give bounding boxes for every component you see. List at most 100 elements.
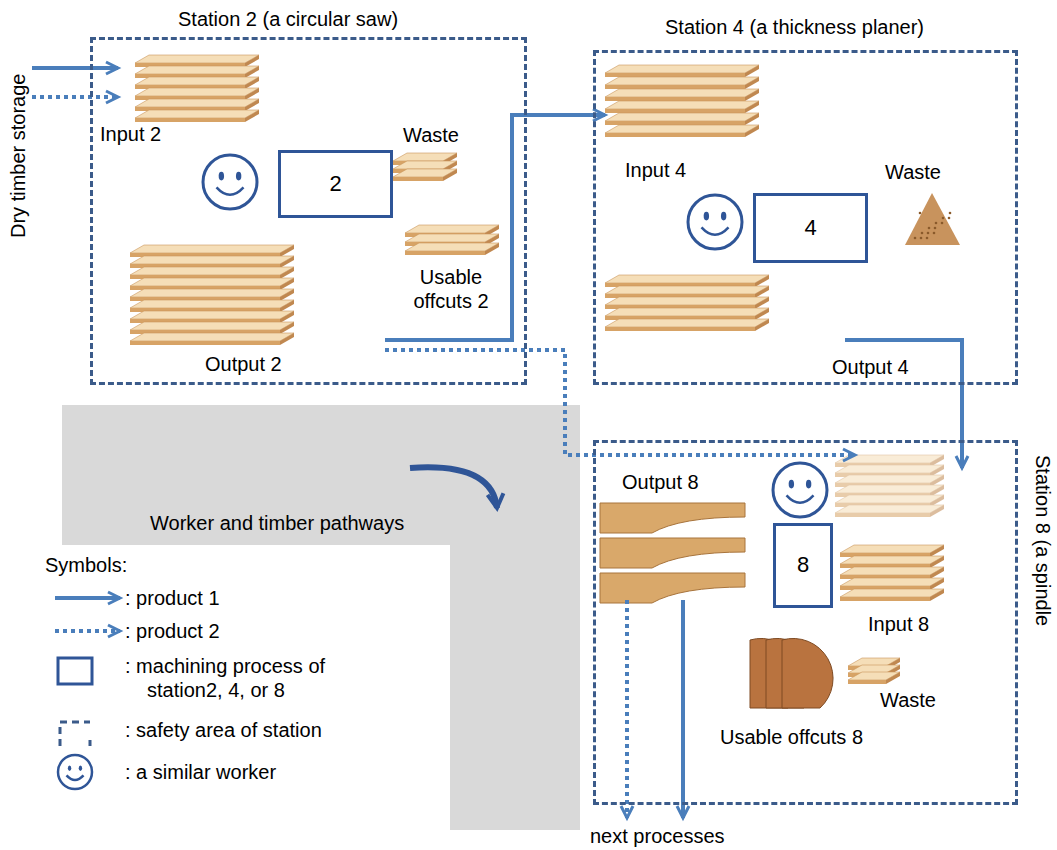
plank-top <box>135 99 259 107</box>
worker-mouth <box>702 227 729 234</box>
plank-top <box>130 278 294 286</box>
part-label: Waste <box>880 688 936 712</box>
curved-workpiece <box>600 503 745 533</box>
station-heading: Station 8 (a spindle <box>1031 455 1055 626</box>
timber-stack <box>393 153 457 181</box>
plank-side <box>755 275 769 287</box>
part-label: Usable offcuts 2 <box>395 265 507 313</box>
plank-side <box>930 589 944 601</box>
worker-eye <box>704 212 709 221</box>
legend-text: : machining process of station2, 4, or 8 <box>125 654 397 702</box>
product2-arrow <box>625 600 629 818</box>
legend-text: : safety area of station <box>125 718 322 742</box>
worker-eye <box>236 172 241 181</box>
plank-top <box>130 267 294 275</box>
worker-face <box>203 155 257 209</box>
plank-side <box>745 101 759 113</box>
worker-eye <box>721 212 726 221</box>
plank-top <box>835 465 944 473</box>
plank-front <box>605 85 745 89</box>
plank-top <box>135 55 259 63</box>
region-label: Worker and timber pathways <box>150 511 404 535</box>
sawdust-grain <box>941 222 944 225</box>
plank-side <box>245 77 259 89</box>
sawdust-grain <box>919 212 922 215</box>
plank-top <box>135 88 259 96</box>
plank-top <box>130 322 294 330</box>
machine-number: 4 <box>804 215 816 241</box>
sawdust-grain <box>914 237 917 240</box>
station-safety-area: Station 2 (a circular saw)2 <box>90 37 527 385</box>
machine-box: 2 <box>278 150 393 218</box>
plank-side <box>245 99 259 111</box>
plank-side <box>485 243 499 255</box>
plank-top <box>605 65 759 73</box>
plank-side <box>280 322 294 334</box>
plank-front <box>835 513 930 517</box>
legend-swatch <box>55 629 120 633</box>
plank-side <box>245 66 259 78</box>
legend-text: : a similar worker <box>125 760 276 784</box>
plank-front <box>405 251 485 255</box>
plank-top <box>135 77 259 85</box>
legend-swatch <box>58 658 92 684</box>
sawdust-grain <box>948 217 951 220</box>
plank-front <box>605 327 755 331</box>
plank-side <box>755 297 769 309</box>
plank-side <box>745 89 759 101</box>
legend-text: : product 1 <box>125 586 220 610</box>
worker-icon <box>58 755 92 789</box>
plank-side <box>280 245 294 257</box>
plank-top <box>605 77 759 85</box>
part-label: Input 2 <box>100 122 161 146</box>
plank-front <box>605 73 745 77</box>
plank-top <box>605 125 759 133</box>
worker-face <box>688 195 742 249</box>
legend-text: : product 2 <box>125 619 220 643</box>
plank-side <box>280 333 294 345</box>
worker-mouth <box>67 775 84 780</box>
sawdust-grain <box>926 237 929 240</box>
plank-top <box>405 234 499 242</box>
plank-top <box>130 311 294 319</box>
legend-swatch <box>60 722 90 746</box>
worker-face <box>773 463 827 517</box>
part-label: Waste <box>885 160 941 184</box>
plank-front <box>130 341 280 345</box>
plank-side <box>745 113 759 125</box>
timber-stack <box>840 545 944 601</box>
plank-top <box>840 567 944 575</box>
plank-side <box>443 169 457 181</box>
station-safety-area: Station 4 (a thickness planer)4 <box>593 50 1018 385</box>
plank-top <box>605 275 769 283</box>
sawdust-grain <box>927 232 930 235</box>
plank-top <box>835 495 944 503</box>
plank-side <box>930 556 944 568</box>
plank-top <box>130 256 294 264</box>
offcut-wedge <box>782 638 833 708</box>
plank-top <box>605 319 769 327</box>
plank-side <box>280 267 294 279</box>
sawdust-grain <box>942 217 945 220</box>
sawdust-waste <box>905 193 960 245</box>
plank-side <box>745 65 759 77</box>
plank-top <box>130 289 294 297</box>
plank-front <box>393 177 443 181</box>
sawdust-grain <box>928 227 931 230</box>
timber-stack <box>848 658 900 684</box>
worker-icon <box>203 155 257 209</box>
worker-eye <box>68 766 71 771</box>
plank-top <box>130 245 294 253</box>
worker-eye <box>219 172 224 181</box>
plank-side <box>755 319 769 331</box>
part-label: Usable offcuts 8 <box>720 725 863 749</box>
plank-top <box>835 475 944 483</box>
part-label: Input 8 <box>868 612 929 636</box>
plank-side <box>755 286 769 298</box>
part-label: Dry timber storage <box>6 74 30 239</box>
station-safety-area: Station 8 (a spindle8 <box>593 440 1018 805</box>
plank-side <box>280 278 294 290</box>
station-heading: Station 2 (a circular saw) <box>178 7 398 31</box>
plank-front <box>605 97 745 101</box>
plank-front <box>605 109 745 113</box>
